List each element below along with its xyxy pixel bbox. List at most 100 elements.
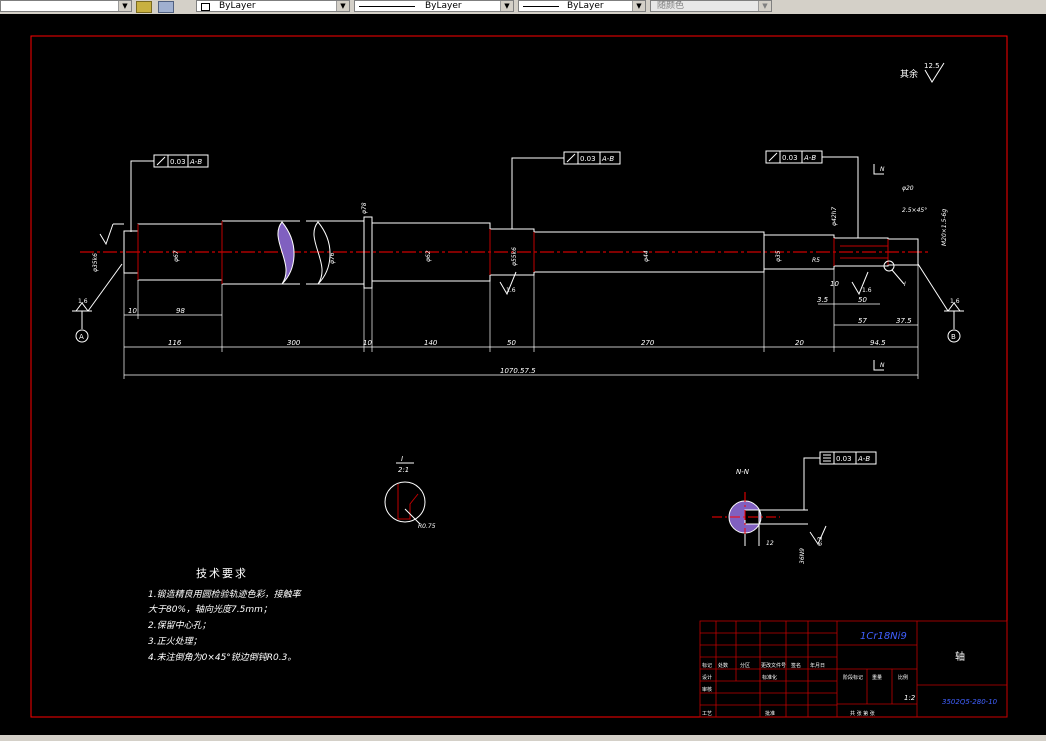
svg-text:φ76: φ76 <box>329 252 336 264</box>
svg-text:1.6: 1.6 <box>506 287 516 294</box>
svg-text:3.5: 3.5 <box>817 296 829 304</box>
thread-label: M20×1.5-6g <box>941 209 948 246</box>
svg-text:94.5: 94.5 <box>870 339 886 347</box>
datum-b-marker: B 1.6 <box>917 263 964 343</box>
svg-text:大于80%，轴向光度7.5mm；: 大于80%，轴向光度7.5mm； <box>148 604 272 615</box>
svg-text:标记: 标记 <box>702 662 712 669</box>
drawing-canvas[interactable]: 其余 12.5 <box>0 14 1046 735</box>
svg-text:φ67: φ67 <box>173 250 180 262</box>
svg-text:B: B <box>951 333 956 341</box>
svg-text:设计: 设计 <box>702 674 712 681</box>
layer-states-icon[interactable] <box>136 1 152 13</box>
svg-text:1.6: 1.6 <box>862 287 872 294</box>
svg-text:50: 50 <box>507 339 516 347</box>
break-symbol <box>277 221 331 285</box>
svg-text:更改文件号: 更改文件号 <box>761 662 786 669</box>
drawing-svg[interactable]: 其余 12.5 <box>0 14 1046 735</box>
svg-text:φ42h7: φ42h7 <box>831 207 838 226</box>
detail-i-view: I 2:1 R0.75 <box>384 455 436 530</box>
svg-text:共 张 第 张: 共 张 第 张 <box>850 710 875 717</box>
svg-text:签名: 签名 <box>791 662 801 669</box>
r5-label: φ20 <box>902 185 914 192</box>
svg-text:技术要求: 技术要求 <box>196 567 248 580</box>
status-bar <box>0 735 1046 741</box>
datum-a-marker: A 1.6 <box>72 263 123 343</box>
chevron-down-icon[interactable]: ▼ <box>336 1 349 11</box>
chevron-down-icon[interactable]: ▼ <box>632 1 645 11</box>
svg-text:98: 98 <box>176 307 185 315</box>
roughness-right: 1.6 I <box>851 260 906 296</box>
svg-text:10: 10 <box>363 339 372 347</box>
lineweight-preview-icon <box>523 6 559 7</box>
layer-control[interactable]: ▼ <box>0 0 132 12</box>
svg-text:140: 140 <box>424 339 438 347</box>
title-block <box>699 620 1008 718</box>
color-control[interactable]: ByLayer ▼ <box>196 0 350 12</box>
svg-text:审核: 审核 <box>702 686 712 693</box>
tolerance-frame-left: 0.03 A-B <box>130 154 209 232</box>
svg-text:A-B: A-B <box>857 455 870 463</box>
title-block-labels: 标记 处数 分区 更改文件号 签名 年月日 设计 标准化 审核 工艺 批准 阶段… <box>702 662 916 717</box>
roughness-mid: 1.6 <box>499 271 517 296</box>
svg-text:6.3: 6.3 <box>817 536 824 546</box>
svg-text:I: I <box>904 281 906 288</box>
svg-text:50: 50 <box>858 296 867 304</box>
left-end-annotations <box>99 223 124 246</box>
svg-text:I: I <box>401 455 403 463</box>
svg-text:A-B: A-B <box>803 154 816 162</box>
surface-finish-rest: 其余 12.5 <box>900 62 945 83</box>
svg-text:阶段标记: 阶段标记 <box>843 674 863 681</box>
plotstyle-control[interactable]: 随颜色 ▼ <box>650 0 772 12</box>
svg-text:批准: 批准 <box>765 710 775 717</box>
chevron-down-icon[interactable]: ▼ <box>118 1 131 11</box>
chevron-down-icon[interactable]: ▼ <box>500 1 513 11</box>
section-mark-n: N N <box>873 164 885 371</box>
linetype-preview-icon <box>359 6 415 7</box>
tolerance-frame-right: 0.03 A-B <box>765 150 859 238</box>
svg-text:工艺: 工艺 <box>702 711 712 717</box>
svg-text:0.03: 0.03 <box>836 455 852 463</box>
svg-text:4.未注倒角为0×45°锐边倒钝R0.3。: 4.未注倒角为0×45°锐边倒钝R0.3。 <box>148 652 296 663</box>
svg-text:φ35k6: φ35k6 <box>92 253 99 272</box>
svg-text:20: 20 <box>795 339 804 347</box>
svg-text:φ35: φ35 <box>775 250 782 262</box>
svg-text:37.5: 37.5 <box>896 317 912 325</box>
color-swatch-icon <box>201 3 210 11</box>
svg-text:φ78: φ78 <box>361 202 368 214</box>
svg-text:12.5: 12.5 <box>924 62 940 70</box>
dimension-diameter-labels: φ35k6 φ67 φ76 φ78 φ62 φ55k6 φ44 φ42h7 φ3… <box>92 202 838 272</box>
svg-text:3.正火处理；: 3.正火处理； <box>148 636 202 647</box>
svg-text:其余: 其余 <box>900 68 918 80</box>
svg-text:R5: R5 <box>812 257 820 264</box>
svg-text:A-B: A-B <box>189 158 202 166</box>
material-label: 1Cr18Ni9 <box>860 631 907 642</box>
svg-text:0.03: 0.03 <box>782 154 798 162</box>
svg-text:R0.75: R0.75 <box>418 523 436 530</box>
drawing-number: 3502Q5-280-10 <box>942 698 998 706</box>
linetype-control[interactable]: ByLayer ▼ <box>354 0 514 12</box>
outer-frame <box>30 35 1008 718</box>
layer-previous-icon[interactable] <box>158 1 174 13</box>
chevron-down-icon[interactable]: ▼ <box>758 1 771 11</box>
svg-text:0.03: 0.03 <box>580 155 596 163</box>
technical-requirements: 技术要求 1.锻造精良用圆检验轨迹色彩，接触率 大于80%，轴向光度7.5mm；… <box>148 567 303 663</box>
svg-text:φ44: φ44 <box>643 250 650 262</box>
svg-text:2.保留中心孔；: 2.保留中心孔； <box>148 620 211 631</box>
svg-text:1070.57.5: 1070.57.5 <box>500 367 536 375</box>
properties-toolbar: ▼ ByLayer ▼ ByLayer ▼ ByLayer ▼ 随颜色 ▼ <box>0 0 1046 15</box>
svg-text:A: A <box>79 333 84 341</box>
svg-text:N-N: N-N <box>736 468 750 476</box>
svg-text:36N9: 36N9 <box>799 548 806 564</box>
svg-text:2:1: 2:1 <box>398 466 409 474</box>
dimension-lines <box>123 265 919 379</box>
svg-text:1.锻造精良用圆检验轨迹色彩，接触率: 1.锻造精良用圆检验轨迹色彩，接触率 <box>148 589 303 600</box>
svg-text:重量: 重量 <box>872 674 882 681</box>
svg-text:分区: 分区 <box>740 662 750 669</box>
svg-text:270: 270 <box>641 339 655 347</box>
svg-text:标准化: 标准化 <box>762 674 777 681</box>
chamfer-label: 2.5×45° <box>902 207 927 214</box>
svg-text:N: N <box>880 362 885 369</box>
lineweight-control[interactable]: ByLayer ▼ <box>518 0 646 12</box>
svg-text:比例: 比例 <box>898 674 908 681</box>
svg-text:A-B: A-B <box>601 155 614 163</box>
